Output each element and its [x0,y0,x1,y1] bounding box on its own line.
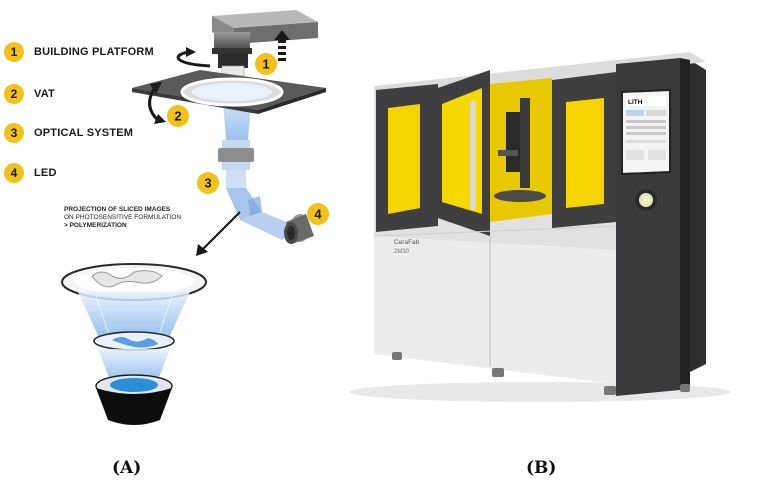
machine-model: 2M30 [394,249,410,255]
left-window [388,104,420,214]
led-icon [284,214,314,244]
callout-badge-3: 3 [197,172,219,194]
projection-note: PROJECTION OF SLICED IMAGES ON PHOTOSENS… [64,206,234,230]
rotation-arrow-icon [176,47,211,68]
legend-label: LED [34,167,57,179]
legend-label: OPTICAL SYSTEM [34,127,134,139]
legend-number-badge: 3 [4,123,24,143]
legend-number-badge: 4 [4,163,24,183]
svg-text:LITH: LITH [628,99,643,106]
legend-item-vat: 2 VAT [4,83,55,105]
projection-note-line3: > POLYMERIZATION [64,222,127,229]
legend-item-building-platform: 1 BUILDING PLATFORM [4,41,154,63]
tilt-arrow-icon [148,82,166,124]
callout-badge-2: 2 [167,105,189,127]
legend-label: VAT [34,88,55,100]
callout-badge-1: 1 [255,53,277,75]
legend-number-badge: 2 [4,84,24,104]
legend-label: BUILDING PLATFORM [34,46,154,58]
panel-label-a: (A) [112,458,142,478]
panel-label-b: (B) [526,458,557,478]
door-handle [470,100,476,210]
projection-disc-top-icon [61,263,207,301]
lower-cone [98,349,170,380]
up-arrow-icon [274,30,290,61]
legend-number-badge: 1 [4,42,24,62]
machine-brand: CeraFab [394,239,420,246]
projection-note-line2: ON PHOTOSENSITIVE FORMULATION [64,214,182,221]
optical-system-icon [218,140,296,240]
legend-item-led: 4 LED [4,162,57,184]
building-platform-icon [212,10,318,77]
svg-text:3: 3 [204,176,211,191]
svg-text:2: 2 [174,109,181,124]
svg-text:1: 1 [262,57,269,72]
legend-item-optical-system: 3 OPTICAL SYSTEM [4,122,133,144]
right-window [566,98,604,208]
svg-text:4: 4 [314,207,322,222]
vat-icon [132,70,326,114]
callout-badge-4: 4 [307,203,329,225]
projection-note-line1: PROJECTION OF SLICED IMAGES [64,206,171,213]
printer-machine: LITH CeraFab 2M30 [350,52,730,402]
resin-cup-icon [95,374,173,425]
power-button-icon [635,189,657,211]
projection-disc-middle-icon [93,331,175,351]
pointer-arrow-icon [196,211,241,256]
projection-cone [78,292,190,340]
